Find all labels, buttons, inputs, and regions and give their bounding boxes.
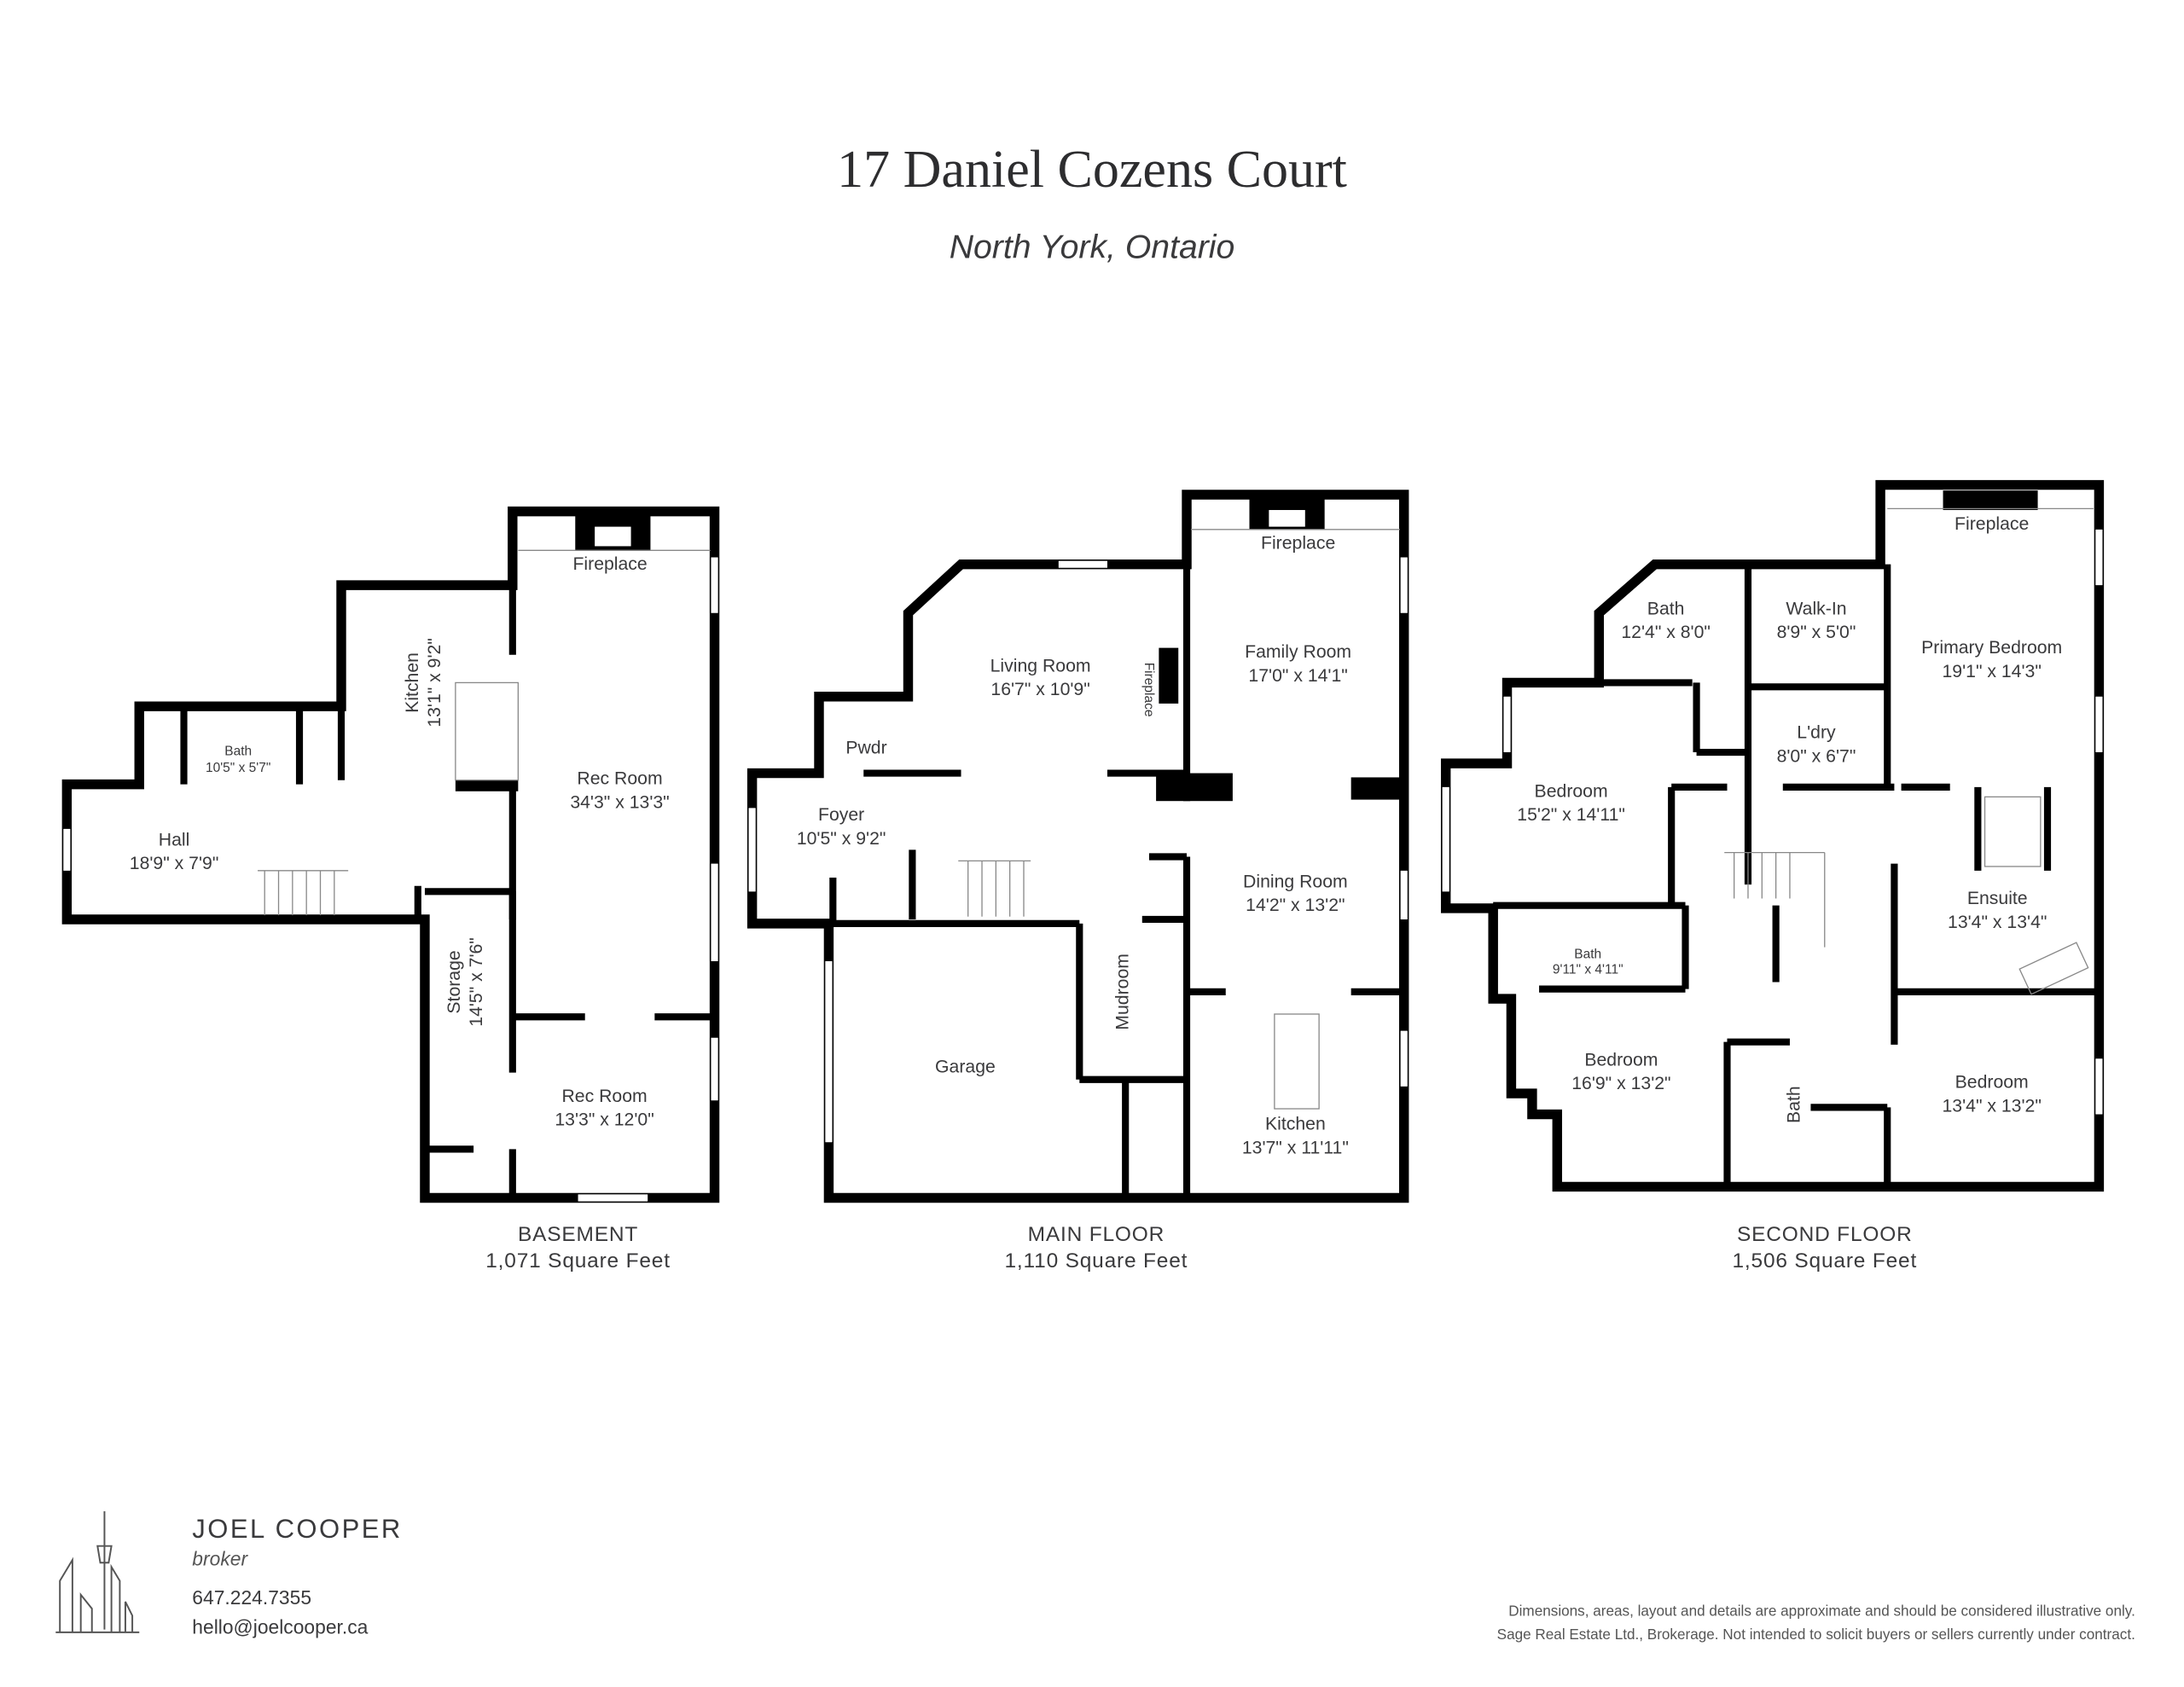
- room-label: Bath: [1784, 1086, 1804, 1123]
- room-label: Foyer: [818, 805, 864, 825]
- broker-phone[interactable]: 647.224.7355: [192, 1586, 311, 1609]
- room-label: Rec Room: [577, 769, 662, 789]
- room-label: L'dry: [1797, 723, 1836, 743]
- room-label: Kitchen: [1265, 1115, 1326, 1134]
- room-dims: 10'5" x 5'7": [206, 761, 270, 775]
- floor-area: 1,110 Square Feet: [1005, 1249, 1188, 1272]
- room-label: Fireplace: [572, 554, 647, 574]
- room-dims: 14'5" x 7'6": [467, 937, 486, 1027]
- room-dims: 13'3" x 12'0": [555, 1110, 653, 1130]
- room-dims: 8'9" x 5'0": [1777, 623, 1856, 642]
- room-label: Bath: [224, 744, 252, 758]
- room-dims: 16'7" x 10'9": [990, 680, 1089, 699]
- room-label: Bath: [1574, 948, 1601, 962]
- room-dims: 16'9" x 13'2": [1571, 1074, 1670, 1093]
- room-dims: 10'5" x 9'2": [797, 829, 886, 849]
- room-label: Family Room: [1245, 642, 1351, 662]
- room-label: Rec Room: [561, 1087, 647, 1106]
- room-label: Garage: [935, 1058, 996, 1077]
- disclaimer-line-1: Dimensions, areas, layout and details ar…: [1508, 1602, 2135, 1619]
- room-label: Living Room: [990, 656, 1091, 675]
- room-label: Storage: [444, 950, 464, 1013]
- broker-title: broker: [192, 1548, 248, 1570]
- room-label: Primary Bedroom: [1921, 638, 2062, 658]
- room-label: Bedroom: [1535, 781, 1608, 801]
- page-title: 17 Daniel Cozens Court: [837, 141, 1347, 199]
- disclaimer-line-2: Sage Real Estate Ltd., Brokerage. Not in…: [1497, 1626, 2135, 1643]
- room-label: Walk-In: [1786, 599, 1846, 618]
- main-floor-plan: Fireplace Living Room 16'7" x 10'9" Fire…: [746, 490, 1409, 1272]
- room-dims: 13'4" x 13'4": [1948, 913, 2047, 932]
- room-dims: 17'0" x 14'1": [1248, 666, 1347, 686]
- floor-area: 1,071 Square Feet: [485, 1249, 671, 1272]
- room-label: Dining Room: [1243, 872, 1348, 891]
- floor-name: BASEMENT: [518, 1223, 638, 1246]
- room-dims: 34'3" x 13'3": [570, 792, 669, 812]
- room-label: Bedroom: [1955, 1073, 2029, 1093]
- floor-area: 1,506 Square Feet: [1732, 1249, 1917, 1272]
- room-label: Bath: [1647, 599, 1685, 618]
- room-label: Ensuite: [1967, 889, 2028, 908]
- room-dims: 12'4" x 8'0": [1621, 623, 1711, 642]
- room-label: Mudroom: [1112, 954, 1132, 1030]
- floor-name: MAIN FLOOR: [1028, 1223, 1165, 1246]
- room-dims: 13'4" x 13'2": [1943, 1096, 2042, 1116]
- room-label: Pwdr: [845, 739, 886, 758]
- room-dims: 13'7" x 11'11": [1242, 1138, 1349, 1157]
- second-floor-plan: Fireplace Bath 12'4" x 8'0" Walk-In 8'9"…: [1440, 479, 2105, 1272]
- room-label: Kitchen: [403, 652, 422, 713]
- page-subtitle: North York, Ontario: [950, 229, 1235, 265]
- room-label: Fireplace: [1261, 534, 1335, 554]
- room-dims: 15'2" x 14'11": [1517, 805, 1625, 825]
- broker-logo: [55, 1510, 140, 1633]
- room-label: Fireplace: [1141, 663, 1156, 717]
- broker-name: JOEL COOPER: [192, 1514, 402, 1544]
- room-label: Hall: [159, 830, 190, 849]
- room-label: Fireplace: [1955, 514, 2029, 534]
- room-dims: 8'0" x 6'7": [1777, 746, 1856, 766]
- room-label: Bedroom: [1584, 1050, 1658, 1070]
- room-dims: 14'2" x 13'2": [1246, 896, 1345, 915]
- broker-email[interactable]: hello@joelcooper.ca: [192, 1616, 368, 1638]
- room-dims: 19'1" x 14'3": [1943, 662, 2042, 681]
- floor-name: SECOND FLOOR: [1737, 1223, 1913, 1246]
- room-dims: 9'11" x 4'11": [1553, 963, 1623, 977]
- room-dims: 18'9" x 7'9": [130, 854, 219, 873]
- room-dims: 13'1" x 9'2": [425, 638, 444, 728]
- basement-plan: Fireplace Kitchen 13'1" x 9'2" Bath 10'5…: [61, 506, 720, 1272]
